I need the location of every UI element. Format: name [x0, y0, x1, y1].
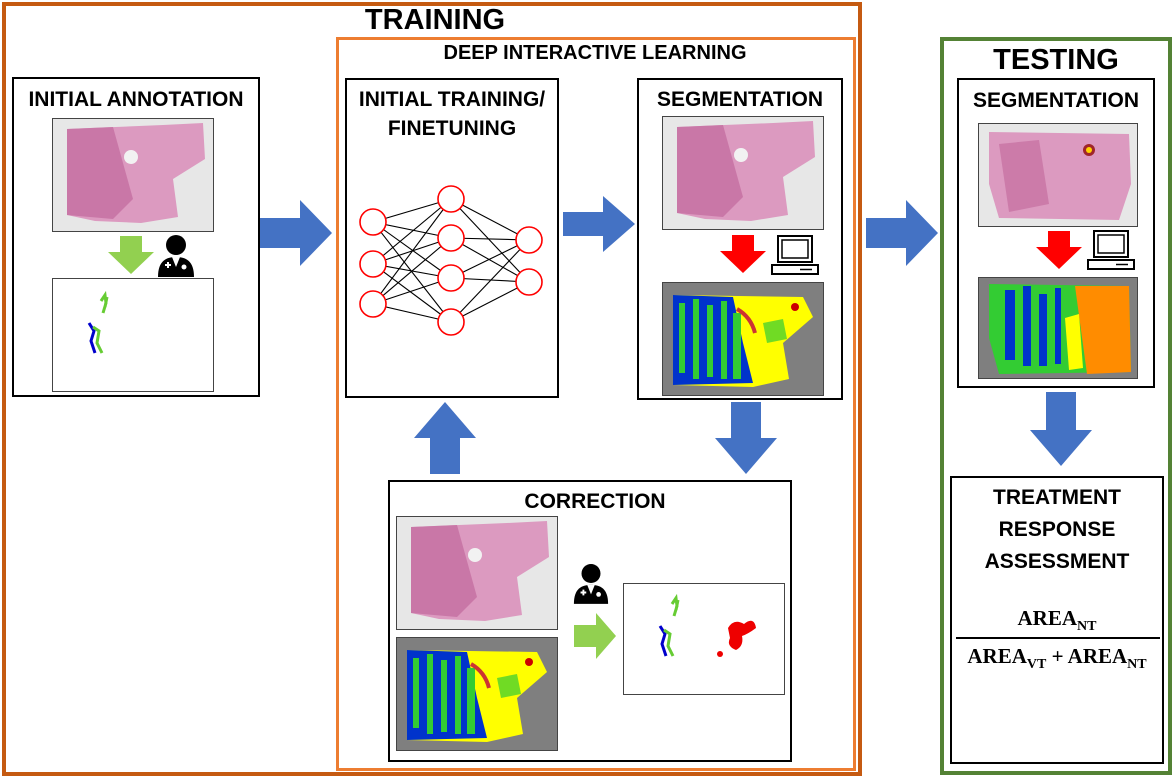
- correction-title: CORRECTION: [524, 490, 666, 513]
- denominator-base-1: AREA: [967, 644, 1027, 668]
- red-down-arrow: [1036, 231, 1082, 269]
- denominator-base-2: AREA: [1067, 644, 1128, 668]
- blue-up-arrow: [414, 402, 476, 474]
- segmentation-map: [396, 637, 558, 751]
- initial-annotation-title: INITIAL ANNOTATION: [28, 88, 244, 111]
- annotation-mask: [52, 278, 214, 392]
- assessment-line2: RESPONSE: [998, 518, 1116, 541]
- training-frame: [2, 2, 862, 776]
- formula-numerator: AREANT: [950, 606, 1164, 635]
- correction-mask: [623, 583, 785, 695]
- segmentation-map: [978, 277, 1138, 379]
- tissue-thumbnail: [662, 116, 824, 230]
- blue-down-arrow: [715, 402, 777, 474]
- denominator-sub-1: VT: [1026, 657, 1047, 673]
- plus-sign: +: [1046, 644, 1068, 668]
- doctor-icon: [156, 233, 196, 277]
- segmentation-test-title: SEGMENTATION: [972, 89, 1140, 112]
- numerator-base: AREA: [1017, 606, 1078, 630]
- blue-right-arrow: [260, 200, 332, 266]
- computer-icon: [770, 234, 820, 276]
- denominator-sub-2: NT: [1127, 657, 1147, 673]
- neural-network-icon: [357, 184, 549, 340]
- tissue-thumbnail: [396, 516, 558, 630]
- assessment-line3: ASSESSMENT: [984, 550, 1130, 573]
- red-down-arrow: [720, 235, 766, 273]
- testing-frame: [940, 37, 1172, 775]
- tissue-thumbnail: [52, 118, 214, 232]
- green-right-arrow: [574, 613, 616, 659]
- training-title: TRAINING: [364, 4, 506, 36]
- segmentation-map: [662, 282, 824, 396]
- blue-right-arrow: [563, 196, 635, 252]
- blue-right-arrow: [866, 200, 938, 266]
- doctor-icon: [572, 562, 610, 604]
- formula-denominator: AREAVT + AREANT: [950, 644, 1164, 673]
- assessment-panel: [950, 476, 1164, 764]
- fraction-bar: [956, 637, 1160, 639]
- computer-icon: [1086, 229, 1136, 271]
- assessment-line1: TREATMENT: [993, 486, 1121, 509]
- blue-down-arrow: [1030, 392, 1092, 466]
- dil-title: DEEP INTERACTIVE LEARNING: [443, 42, 747, 64]
- tissue-thumbnail: [978, 123, 1138, 227]
- green-down-arrow: [108, 236, 154, 274]
- initial-training-title-line1: INITIAL TRAINING/: [358, 88, 546, 111]
- testing-title: TESTING: [993, 44, 1119, 76]
- numerator-sub: NT: [1077, 619, 1097, 635]
- segmentation-train-title: SEGMENTATION: [656, 88, 824, 111]
- initial-training-title-line2: FINETUNING: [387, 117, 517, 140]
- dil-frame: [336, 37, 856, 771]
